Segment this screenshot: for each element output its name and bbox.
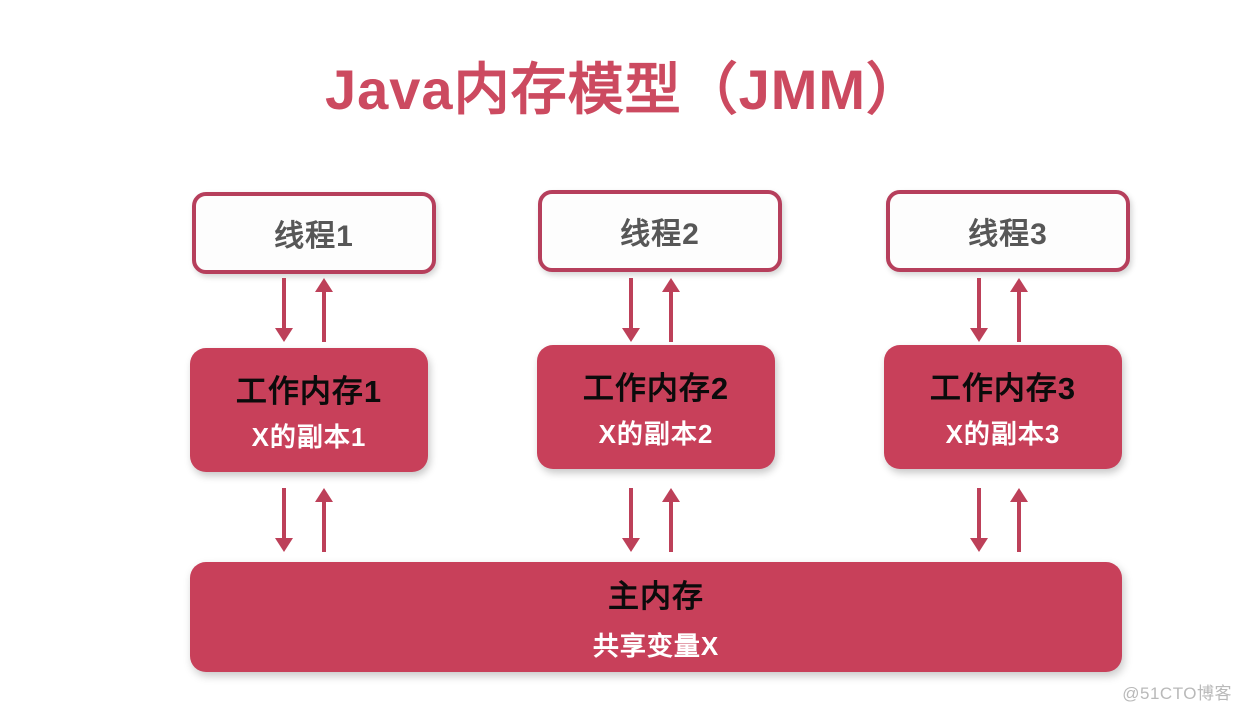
main-memory-title: 主内存 xyxy=(608,579,704,614)
arrow-pair-work2-main xyxy=(622,488,680,552)
main-memory-sub: 共享变量X xyxy=(592,631,720,661)
thread-label-3: 线程3 xyxy=(968,218,1048,251)
arrow-down-icon xyxy=(275,278,293,342)
arrow-pair-work1-main xyxy=(275,488,333,552)
arrow-down-icon xyxy=(970,278,988,342)
work-memory-sub-1: X的副本1 xyxy=(251,422,367,452)
work-memory-title-1: 工作内存1 xyxy=(235,374,383,409)
arrow-up-icon xyxy=(1010,278,1028,342)
thread-box-2[interactable]: 线程2 xyxy=(538,190,782,272)
arrow-up-icon xyxy=(662,278,680,342)
watermark: @51CTO博客 xyxy=(1122,684,1232,703)
work-memory-box-1[interactable]: 工作内存1 X的副本1 xyxy=(190,348,428,472)
work-memory-sub-3: X的副本3 xyxy=(945,419,1061,449)
arrow-down-icon xyxy=(275,488,293,552)
arrow-pair-thread1-work1 xyxy=(275,278,333,342)
main-memory-box[interactable]: 主内存 共享变量X xyxy=(190,562,1122,672)
arrow-down-icon xyxy=(970,488,988,552)
thread-label-2: 线程2 xyxy=(620,218,700,251)
work-memory-title-3: 工作内存3 xyxy=(929,371,1077,406)
thread-label-1: 线程1 xyxy=(274,220,354,253)
arrow-down-icon xyxy=(622,488,640,552)
thread-box-1[interactable]: 线程1 xyxy=(192,192,436,274)
arrow-pair-work3-main xyxy=(970,488,1028,552)
arrow-down-icon xyxy=(622,278,640,342)
page-title: Java内存模型（JMM） xyxy=(324,58,924,121)
work-memory-title-2: 工作内存2 xyxy=(582,371,730,406)
work-memory-box-2[interactable]: 工作内存2 X的副本2 xyxy=(537,345,775,469)
work-memory-box-3[interactable]: 工作内存3 X的副本3 xyxy=(884,345,1122,469)
arrow-pair-thread3-work3 xyxy=(970,278,1028,342)
thread-box-3[interactable]: 线程3 xyxy=(886,190,1130,272)
arrow-up-icon xyxy=(1010,488,1028,552)
arrow-up-icon xyxy=(315,488,333,552)
arrow-pair-thread2-work2 xyxy=(622,278,680,342)
work-memory-sub-2: X的副本2 xyxy=(598,419,714,449)
arrow-up-icon xyxy=(662,488,680,552)
arrow-up-icon xyxy=(315,278,333,342)
